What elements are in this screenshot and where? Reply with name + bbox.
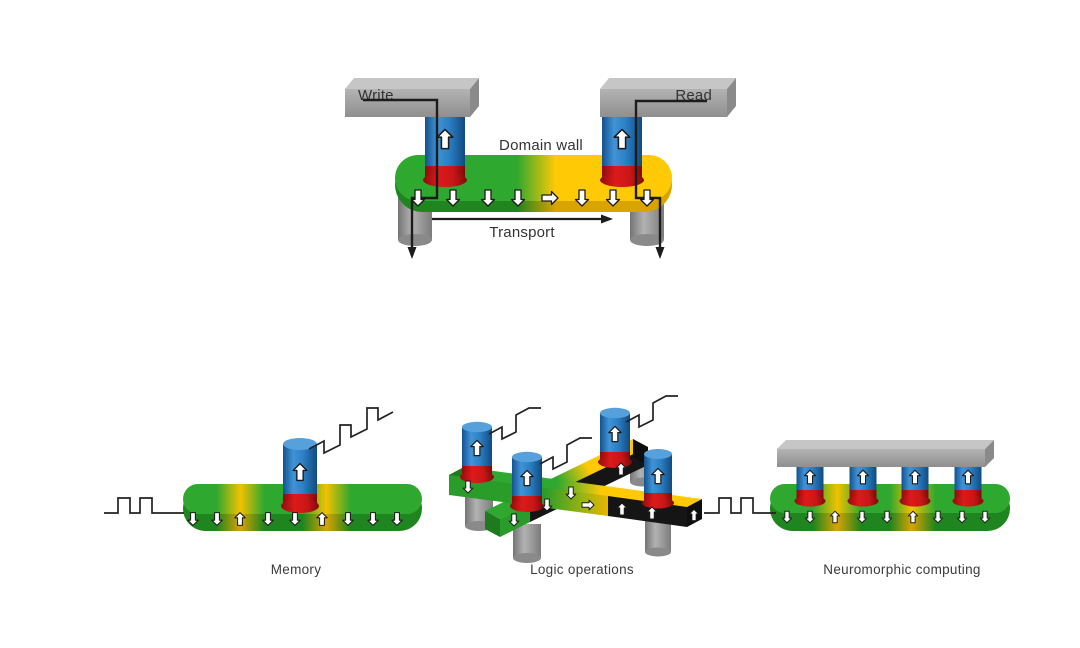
memory-device: Memory — [104, 407, 422, 577]
write-electrode: Write — [345, 78, 479, 117]
logic-device: Logic operations — [449, 395, 702, 577]
memory-pillar — [281, 438, 319, 513]
logic-pillar-4 — [642, 449, 674, 509]
logic-signal-1 — [488, 407, 541, 441]
read-wire — [634, 99, 707, 259]
logic-caption: Logic operations — [530, 562, 634, 577]
memory-output-staircase — [308, 407, 394, 455]
read-pillar — [600, 113, 644, 187]
logic-pillar-3 — [598, 407, 632, 468]
read-electrode: Read — [600, 78, 736, 117]
neuromorphic-input-pulse — [704, 497, 776, 514]
racetrack-device: Transport Write Read — [345, 78, 736, 259]
logic-pillar-1 — [460, 421, 494, 483]
logic-signal-2 — [539, 437, 592, 471]
logic-signal-3 — [625, 395, 678, 429]
write-pillar — [423, 113, 467, 187]
neuromorphic-top-electrode — [777, 440, 994, 467]
neuromorphic-track — [770, 484, 1010, 531]
read-label: Read — [675, 87, 712, 104]
transport-label: Transport — [489, 224, 555, 241]
memory-input-pulse — [104, 497, 184, 514]
neuromorphic-caption: Neuromorphic computing — [823, 562, 980, 577]
domain-wall-label: Domain wall — [499, 137, 583, 154]
write-label: Write — [358, 87, 394, 104]
memory-caption: Memory — [271, 562, 322, 577]
write-wire — [363, 98, 439, 259]
neuromorphic-device: Neuromorphic computing — [704, 440, 1010, 577]
